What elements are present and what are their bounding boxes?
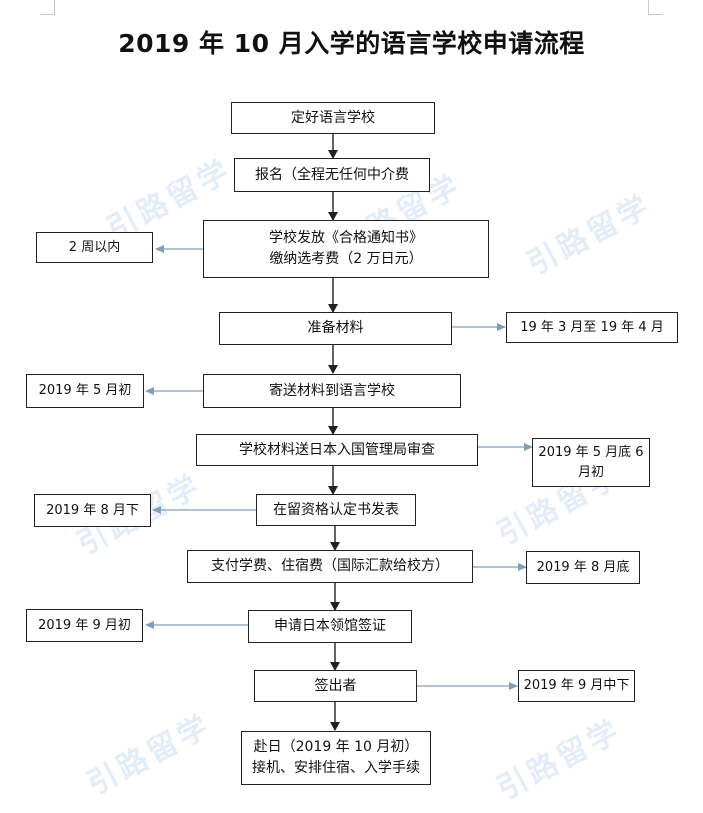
flow-step-label: 准备材料 bbox=[307, 320, 364, 336]
flow-step: 报名（全程无任何中介费 bbox=[234, 158, 430, 192]
time-note-label: 月初 bbox=[577, 464, 604, 480]
flow-step-label: 支付学费、住宿费（国际汇款给校方） bbox=[211, 558, 449, 574]
time-note: 2019 年 5 月底 6 月初 bbox=[532, 438, 650, 487]
flow-step-label: 定好语言学校 bbox=[291, 109, 375, 126]
flow-step-label: 赴日（2019 年 10 月初） bbox=[253, 739, 419, 755]
page-title: 2019 年 10 月入学的语言学校申请流程 bbox=[118, 29, 585, 58]
time-note: 2 周以内 bbox=[36, 232, 153, 263]
flow-step: 定好语言学校 bbox=[231, 102, 435, 134]
flow-step: 在留资格认定书发表 bbox=[256, 494, 416, 526]
flow-step-label: 报名（全程无任何中介费 bbox=[255, 166, 409, 183]
time-note-label: 2019 年 5 月初 bbox=[38, 383, 132, 398]
time-note-label: 19 年 3 月至 19 年 4 月 bbox=[520, 319, 664, 335]
page-corner-mark bbox=[40, 0, 55, 15]
flow-step-label: 在留资格认定书发表 bbox=[273, 501, 399, 518]
time-note-label: 2019 年 9 月中下 bbox=[523, 678, 630, 693]
flow-step-label: 寄送材料到语言学校 bbox=[269, 382, 395, 399]
flow-step: 寄送材料到语言学校 bbox=[203, 374, 461, 408]
flow-step: 赴日（2019 年 10 月初） 接机、安排住宿、入学手续 bbox=[241, 731, 431, 785]
flow-step-label: 学校材料送日本入国管理局审查 bbox=[239, 441, 435, 458]
time-note: 19 年 3 月至 19 年 4 月 bbox=[506, 312, 678, 343]
time-note: 2019 年 8 月底 bbox=[526, 551, 640, 584]
time-note: 2019 年 5 月初 bbox=[26, 374, 144, 408]
time-note-label: 2 周以内 bbox=[68, 239, 121, 255]
time-note-label: 2019 年 8 月下 bbox=[46, 502, 139, 518]
time-note: 2019 年 8 月下 bbox=[34, 494, 151, 527]
flow-step-label: 接机、安排住宿、入学手续 bbox=[252, 760, 420, 776]
flow-step: 学校材料送日本入国管理局审查 bbox=[196, 434, 478, 466]
flow-step: 准备材料 bbox=[219, 312, 452, 345]
flow-step-label: 缴纳选考费（2 万日元） bbox=[269, 251, 423, 267]
time-note-label: 2019 年 5 月底 6 bbox=[538, 444, 644, 460]
flow-step: 申请日本领馆签证 bbox=[248, 610, 412, 643]
flow-step-label: 学校发放《合格通知书》 bbox=[269, 230, 423, 246]
time-note-label: 2019 年 8 月底 bbox=[536, 559, 630, 575]
flow-step: 学校发放《合格通知书》 缴纳选考费（2 万日元） bbox=[203, 220, 489, 278]
flow-step: 支付学费、住宿费（国际汇款给校方） bbox=[187, 550, 473, 583]
time-note: 2019 年 9 月中下 bbox=[518, 670, 635, 702]
time-note: 2019 年 9 月初 bbox=[26, 609, 143, 642]
flow-step-label: 申请日本领馆签证 bbox=[274, 618, 386, 634]
flow-step: 签出者 bbox=[254, 670, 417, 702]
page-corner-mark bbox=[648, 0, 663, 15]
time-note-label: 2019 年 9 月初 bbox=[38, 617, 131, 633]
flow-step-label: 签出者 bbox=[314, 677, 357, 694]
